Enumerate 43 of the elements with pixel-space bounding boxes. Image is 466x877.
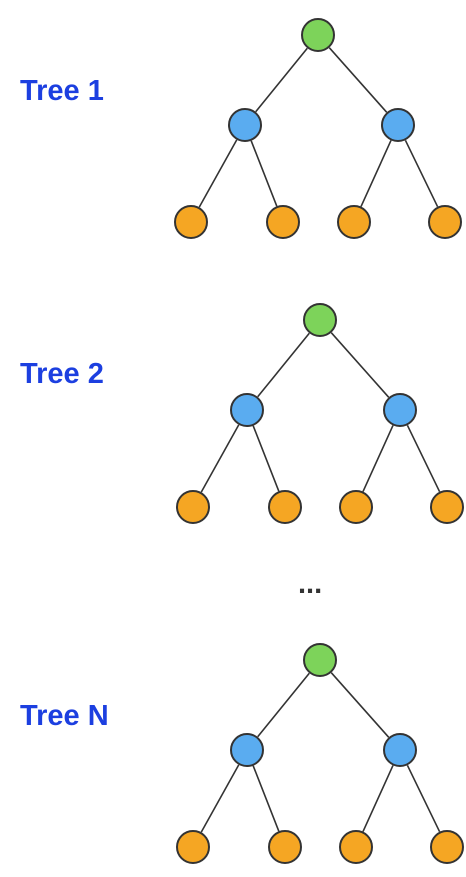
connector-line [200, 424, 240, 493]
tree-label: Tree 2 [20, 358, 104, 391]
tree-node [383, 393, 417, 427]
tree-node [430, 490, 464, 524]
tree-node [174, 205, 208, 239]
connector-line [330, 332, 390, 398]
tree-node [303, 643, 337, 677]
connector-line [252, 766, 280, 832]
tree-node [339, 830, 373, 864]
connector-line [406, 424, 440, 492]
connector-line [360, 140, 392, 207]
connector-line [255, 48, 308, 112]
connector-line [200, 764, 240, 833]
tree-node [383, 733, 417, 767]
connector-line [328, 47, 388, 113]
tree-node [339, 490, 373, 524]
tree-node [230, 393, 264, 427]
tree-node [268, 830, 302, 864]
ellipsis-text: ... [298, 568, 322, 601]
connector-line [257, 332, 310, 398]
connector-line [250, 140, 278, 206]
connector-line [362, 765, 394, 832]
tree-node [428, 205, 462, 239]
connector-line [404, 140, 438, 208]
tree-node [381, 108, 415, 142]
tree-label: Tree N [20, 700, 109, 733]
tree-node [301, 18, 335, 52]
tree-label: Tree 1 [20, 75, 104, 108]
connector-line [406, 764, 440, 832]
tree-node [303, 303, 337, 337]
connector-line [198, 139, 238, 208]
tree-node [230, 733, 264, 767]
tree-node [176, 490, 210, 524]
connector-line [330, 672, 390, 738]
tree-node [176, 830, 210, 864]
connector-line [362, 425, 394, 492]
tree-node [430, 830, 464, 864]
tree-node [337, 205, 371, 239]
connector-line [257, 672, 310, 738]
tree-node [228, 108, 262, 142]
tree-node [268, 490, 302, 524]
connector-line [252, 426, 280, 492]
tree-node [266, 205, 300, 239]
